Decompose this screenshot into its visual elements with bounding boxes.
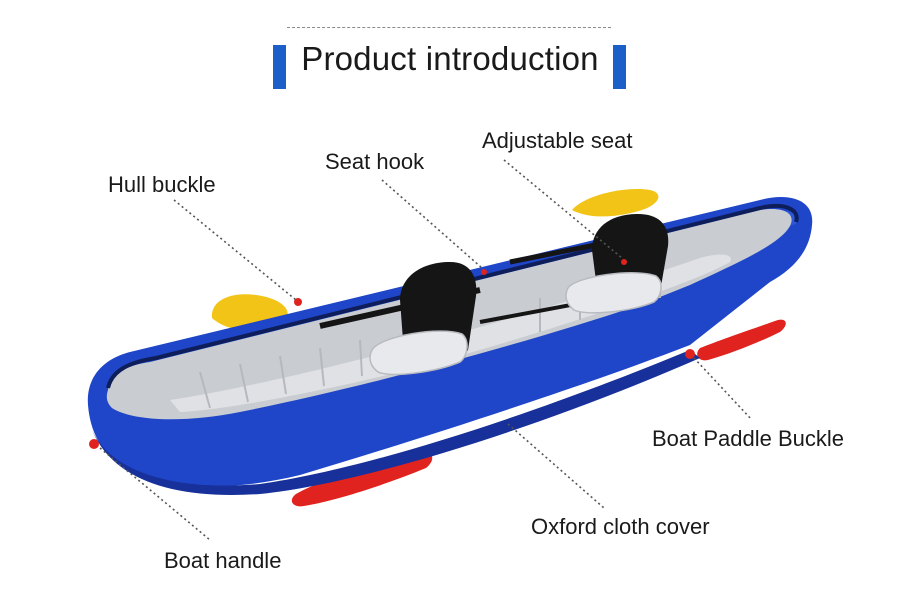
yellow-paddle-blade-right [572, 189, 659, 217]
front-seat-cushion [369, 330, 468, 376]
kayak-rim [106, 203, 799, 389]
seat-hook-marker [481, 269, 487, 275]
red-paddle-blade-back [697, 319, 786, 361]
adjustable-seat-marker [621, 259, 627, 265]
leader-oxford-cloth [507, 423, 605, 509]
title-bar-right [613, 45, 626, 89]
rear-seat-cushion [565, 272, 662, 314]
leader-hull-buckle [173, 199, 297, 301]
paddle-buckle-marker [685, 349, 695, 359]
leader-paddle-buckle [693, 357, 753, 421]
title-frame [287, 27, 611, 93]
callout-adjustable-seat: Adjustable seat [482, 128, 633, 153]
callout-hull-buckle: Hull buckle [108, 172, 216, 197]
callout-oxford-cloth-cover: Oxford cloth cover [531, 514, 710, 539]
hull-buckle-marker [294, 298, 302, 306]
leader-seat-hook [381, 179, 483, 269]
callout-boat-handle: Boat handle [164, 548, 282, 573]
title-bar-left [273, 45, 286, 89]
leader-adjustable-seat [503, 159, 623, 259]
hull-shadow [92, 350, 700, 495]
callout-boat-paddle-buckle: Boat Paddle Buckle [652, 426, 845, 451]
boat-handle-marker [89, 439, 99, 449]
page-title: Product introduction [301, 40, 599, 77]
leader-boat-handle [99, 447, 211, 541]
callout-seat-hook: Seat hook [325, 149, 425, 174]
